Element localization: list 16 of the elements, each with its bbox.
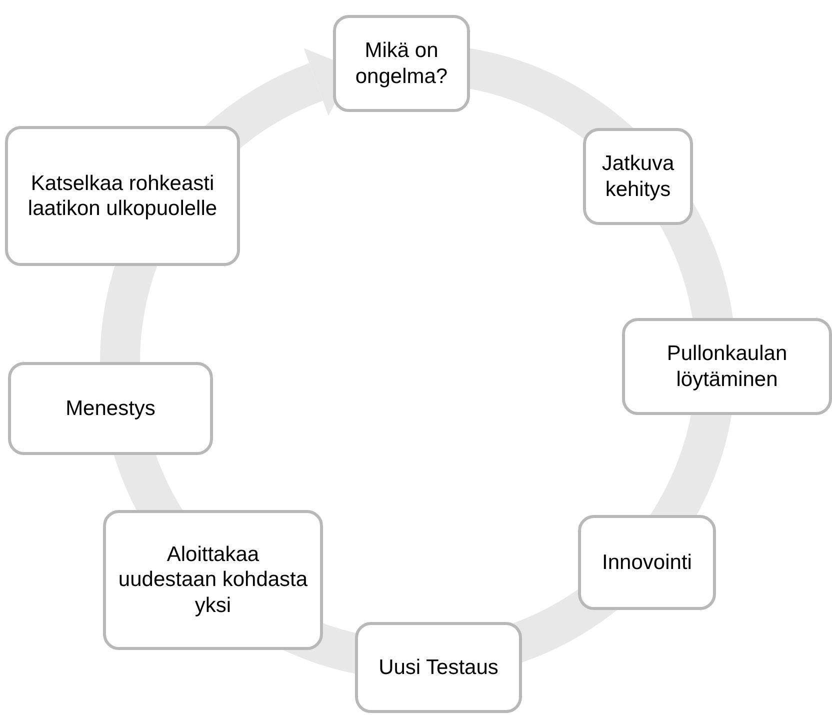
step-box bbox=[8, 362, 213, 455]
step-label: Uusi Testaus bbox=[378, 654, 498, 680]
step-box bbox=[333, 15, 470, 112]
step-label: Innovointi bbox=[602, 550, 692, 576]
step-box bbox=[583, 128, 693, 225]
step-box bbox=[355, 622, 522, 713]
step-label: Menestys bbox=[66, 396, 156, 422]
step-box bbox=[622, 318, 832, 415]
step-label: Mikä on ongelma? bbox=[354, 38, 449, 89]
step-label: Aloittakaa uudestaan kohdasta yksi bbox=[117, 542, 309, 618]
step-label: Katselkaa rohkeasti laatikon ulkopuolelle bbox=[26, 170, 218, 222]
step-label: Pullonkaulan löytäminen bbox=[666, 341, 788, 392]
step-box bbox=[5, 126, 240, 266]
step-box bbox=[578, 515, 716, 610]
step-box bbox=[103, 510, 323, 650]
step-label: Jatkuva kehitys bbox=[600, 151, 676, 202]
